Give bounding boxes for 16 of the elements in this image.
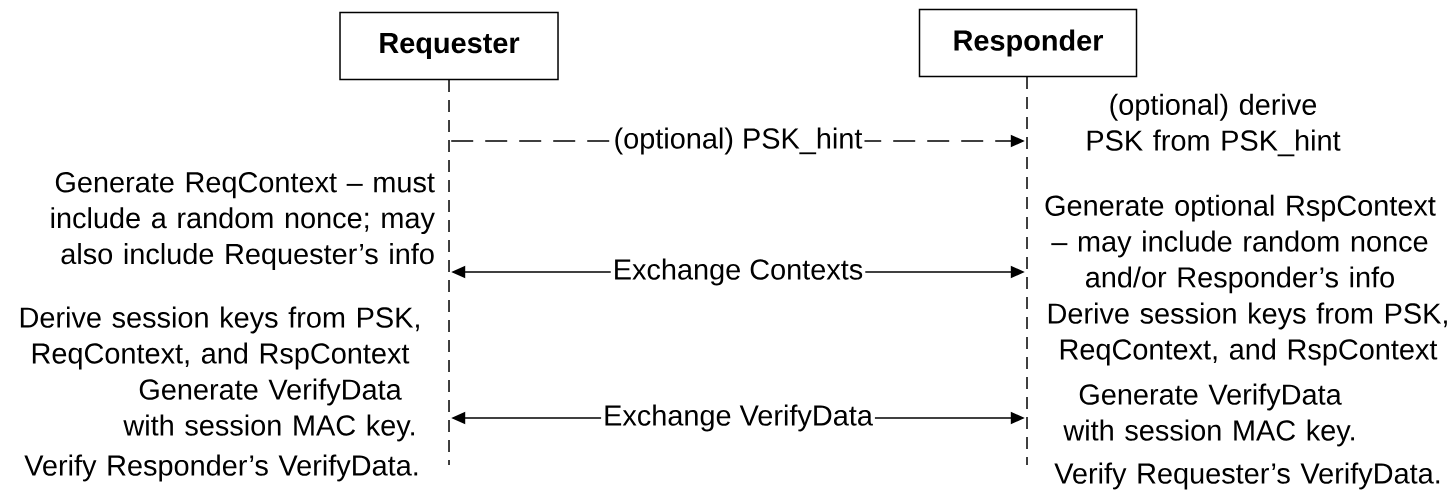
edge-label: Exchange VerifyData (605, 404, 873, 432)
note-text: Verify Requester’s VerifyData. (1054, 462, 1440, 490)
lifeline (448, 79, 450, 466)
note-text: Generate VerifyData with session MAC key. (1063, 383, 1354, 447)
note-text: Generate ReqContext – must include a random nonce; may also include Requester’s info (51, 172, 435, 270)
note-text: Verify Responder’s VerifyData. (24, 454, 418, 482)
note-text: Generate VerifyData with session MAC key. (123, 378, 414, 442)
participant-box: Requester (339, 11, 559, 81)
note-text: (optional) derive PSK from PSK_hint (1087, 93, 1341, 157)
note-text: Derive session keys from PSK, ReqContext, and RspContext (20, 306, 419, 370)
note-text: Derive session keys from PSK, ReqContext, and RspContext (1048, 302, 1447, 366)
note-text: Generate optional RspContext – may include random nonce and/or Responder’s info (1045, 194, 1436, 294)
participant-box: Responder (918, 8, 1138, 78)
edge-label: (optional) PSK_hint (615, 127, 863, 155)
edge-label: Exchange Contexts (615, 258, 863, 286)
lifeline (1026, 76, 1028, 466)
